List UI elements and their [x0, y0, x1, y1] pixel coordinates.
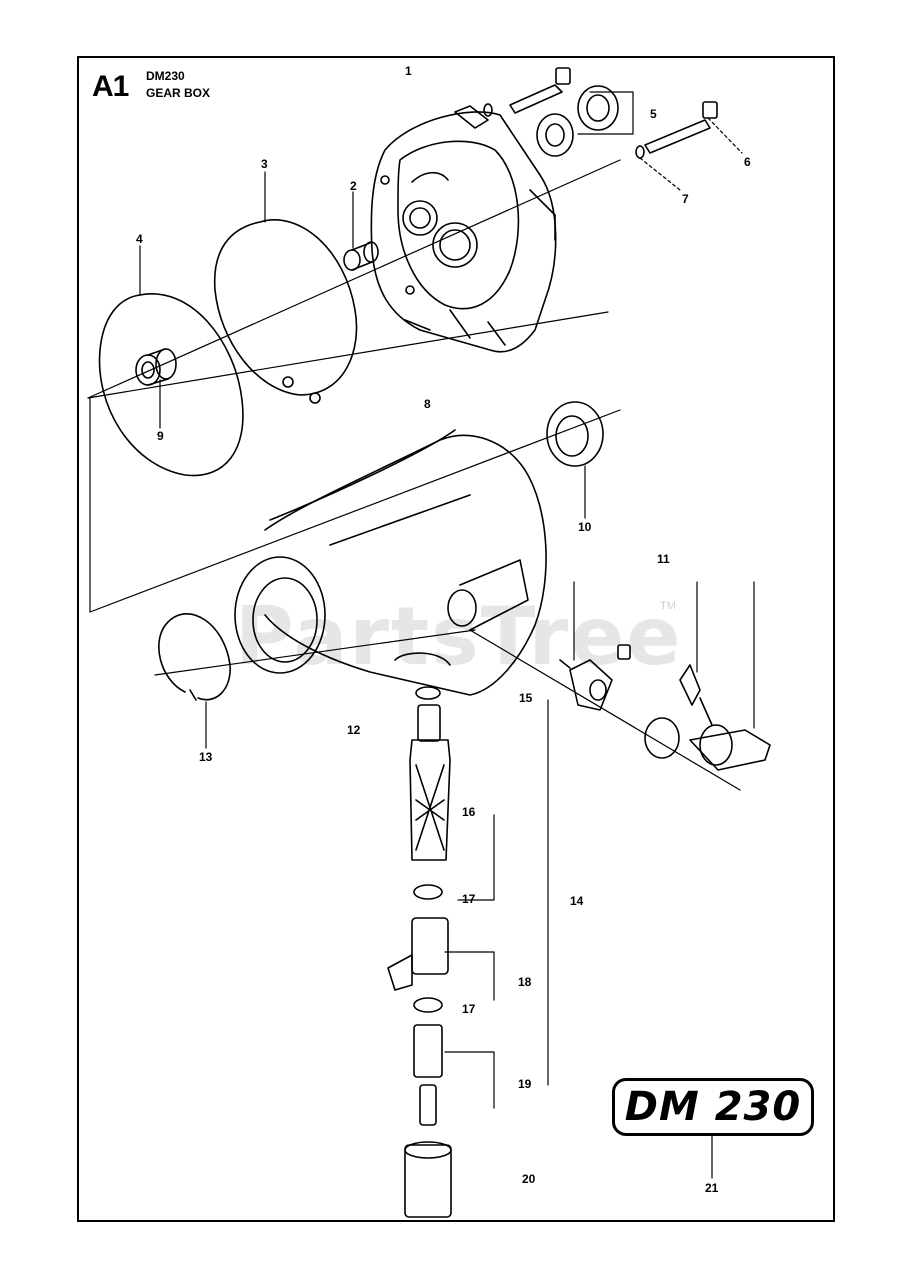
o-ring-4: [98, 293, 244, 477]
callout-3[interactable]: 3: [261, 157, 268, 171]
gasket-3: [213, 219, 358, 404]
callout-8[interactable]: 8: [424, 397, 431, 411]
callout-19[interactable]: 19: [518, 1077, 532, 1091]
callout-4[interactable]: 4: [136, 232, 143, 246]
valve-assembly: [559, 644, 771, 771]
callout-15[interactable]: 15: [519, 691, 533, 705]
leader-lines: [139, 91, 755, 1179]
section-code: A1: [92, 70, 129, 103]
diagram-title: GEAR BOX: [146, 86, 211, 100]
bearing-9: [135, 348, 177, 386]
assembly-axis-lines: [87, 159, 741, 791]
seal-5: [536, 85, 619, 157]
callout-2[interactable]: 2: [350, 179, 357, 193]
callout-5[interactable]: 5: [650, 107, 657, 121]
callout-6[interactable]: 6: [744, 155, 751, 169]
callout-12[interactable]: 12: [347, 723, 361, 737]
circlip-13: [158, 613, 231, 701]
seal-10: [546, 401, 604, 467]
model-badge: DM 230: [612, 1078, 814, 1136]
callout-18[interactable]: 18: [518, 975, 532, 989]
bushing-2: [343, 241, 379, 271]
callout-9[interactable]: 9: [157, 429, 164, 443]
callout-7[interactable]: 7: [682, 192, 689, 206]
callout-16[interactable]: 16: [462, 805, 476, 819]
model-name: DM230: [146, 69, 185, 83]
callout-17a[interactable]: 17: [462, 892, 476, 906]
hose-assembly: [387, 686, 452, 1218]
callout-1[interactable]: 1: [405, 64, 412, 78]
callout-13[interactable]: 13: [199, 750, 213, 764]
callout-14[interactable]: 14: [570, 894, 584, 908]
watermark-tm: TM: [660, 600, 676, 612]
callout-10[interactable]: 10: [578, 520, 592, 534]
diagram-frame: [77, 56, 835, 1222]
gear-housing-cover: [370, 105, 557, 353]
callout-20[interactable]: 20: [522, 1172, 536, 1186]
callout-11[interactable]: 11: [657, 552, 670, 566]
gear-housing-8: [234, 429, 547, 696]
watermark: PartsTree: [235, 590, 683, 683]
bolts: [483, 67, 718, 159]
callout-21[interactable]: 21: [705, 1181, 719, 1195]
model-badge-text: DM 230: [624, 1084, 802, 1130]
callout-17b[interactable]: 17: [462, 1002, 476, 1016]
